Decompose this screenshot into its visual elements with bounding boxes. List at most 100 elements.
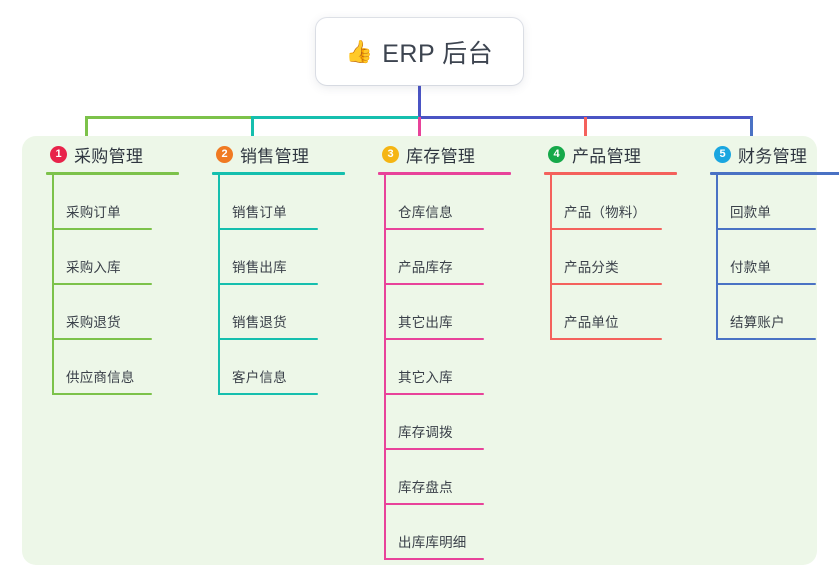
thumbs-up-icon: 👍 (345, 39, 374, 65)
branch-child-item[interactable]: 销售退货 (218, 285, 366, 340)
branch-children: 回款单付款单结算账户 (698, 175, 839, 340)
branch-header-2[interactable]: 2 销售管理 (200, 136, 366, 172)
branch-number-badge: 5 (714, 145, 731, 163)
branch-header-rule (710, 172, 839, 175)
branch-child-rule (550, 228, 662, 230)
branch-child-rule (218, 283, 318, 285)
branch-header-1[interactable]: 1 采购管理 (34, 136, 200, 172)
branch-number-badge: 4 (548, 145, 565, 163)
branch-header-rule (46, 172, 179, 175)
branch-spine (52, 175, 54, 395)
branch-children: 销售订单销售出库销售退货客户信息 (200, 175, 366, 395)
branch-header-rule (378, 172, 511, 175)
branch-child-item[interactable]: 产品（物料） (550, 175, 698, 230)
branch-child-item[interactable]: 其它入库 (384, 340, 532, 395)
branch-child-item[interactable]: 供应商信息 (52, 340, 200, 395)
branch-column-5: 5 财务管理回款单付款单结算账户 (698, 136, 839, 340)
branch-child-rule (218, 228, 318, 230)
branch-column-1: 1 采购管理采购订单采购入库采购退货供应商信息 (34, 136, 200, 395)
branch-child-item[interactable]: 结算账户 (716, 285, 839, 340)
branch-child-item[interactable]: 其它出库 (384, 285, 532, 340)
branch-child-rule (384, 283, 484, 285)
branch-child-item[interactable]: 采购订单 (52, 175, 200, 230)
branch-child-label: 其它出库 (398, 315, 453, 330)
branch-child-label: 结算账户 (730, 315, 785, 330)
branch-child-rule (384, 338, 484, 340)
branch-child-item[interactable]: 销售订单 (218, 175, 366, 230)
branch-number-badge: 3 (382, 145, 399, 163)
branch-header-5[interactable]: 5 财务管理 (698, 136, 839, 172)
branch-child-rule (384, 393, 484, 395)
branch-child-rule (716, 228, 816, 230)
branch-child-rule (550, 338, 662, 340)
branch-children: 仓库信息产品库存其它出库其它入库库存调拨库存盘点出库库明细 (366, 175, 532, 560)
branch-child-item[interactable]: 采购退货 (52, 285, 200, 340)
branch-child-rule (218, 393, 318, 395)
branch-child-rule (52, 338, 152, 340)
branch-child-label: 回款单 (730, 205, 772, 220)
branch-header-rule (212, 172, 345, 175)
branch-title: 采购管理 (74, 146, 144, 166)
root-node[interactable]: 👍 ERP 后台 (316, 18, 523, 85)
branch-columns: 1 采购管理采购订单采购入库采购退货供应商信息 2 销售管理销售订单销售出库销售退货客… (22, 136, 839, 565)
branch-child-rule (52, 393, 152, 395)
branch-title: 库存管理 (406, 146, 476, 166)
branch-spine (384, 175, 386, 560)
branch-child-rule (218, 338, 318, 340)
branch-child-rule (550, 283, 662, 285)
branch-child-rule (52, 228, 152, 230)
branch-child-label: 仓库信息 (398, 205, 453, 220)
branch-children: 产品（物料） 产品分类产品单位 (532, 175, 698, 340)
branch-child-item[interactable]: 产品单位 (550, 285, 698, 340)
branch-header-4[interactable]: 4 产品管理 (532, 136, 698, 172)
branch-child-label: 销售订单 (232, 205, 287, 220)
branch-title: 产品管理 (572, 146, 642, 166)
branch-child-label: 供应商信息 (66, 370, 135, 385)
branch-child-label: 采购退货 (66, 315, 121, 330)
branch-child-label: 销售退货 (232, 315, 287, 330)
branch-column-4: 4 产品管理产品（物料） 产品分类产品单位 (532, 136, 698, 340)
branch-child-label: 销售出库 (232, 260, 287, 275)
branch-column-3: 3 库存管理仓库信息产品库存其它出库其它入库库存调拨库存盘点出库库明细 (366, 136, 532, 560)
branch-child-item[interactable]: 产品分类 (550, 230, 698, 285)
branch-child-item[interactable]: 客户信息 (218, 340, 366, 395)
branch-child-item[interactable]: 出库库明细 (384, 505, 532, 560)
branch-child-label: 产品单位 (564, 315, 619, 330)
branch-child-item[interactable]: 付款单 (716, 230, 839, 285)
branch-child-rule (52, 283, 152, 285)
branch-child-label: 出库库明细 (398, 535, 467, 550)
branch-children: 采购订单采购入库采购退货供应商信息 (34, 175, 200, 395)
branch-spine (218, 175, 220, 395)
root-title: ERP 后台 (382, 39, 494, 68)
branch-child-item[interactable]: 仓库信息 (384, 175, 532, 230)
branch-header-rule (544, 172, 677, 175)
branch-child-rule (716, 283, 816, 285)
branch-child-item[interactable]: 回款单 (716, 175, 839, 230)
branch-child-item[interactable]: 采购入库 (52, 230, 200, 285)
branch-child-item[interactable]: 库存调拨 (384, 395, 532, 450)
branch-child-label: 产品库存 (398, 260, 453, 275)
branch-number-badge: 1 (50, 145, 67, 163)
branches-panel (22, 136, 817, 565)
branch-child-label: 库存调拨 (398, 425, 453, 440)
branch-child-label: 付款单 (730, 260, 772, 275)
branch-child-label: 采购入库 (66, 260, 121, 275)
branch-child-label: 采购订单 (66, 205, 121, 220)
branch-child-item[interactable]: 库存盘点 (384, 450, 532, 505)
branch-child-rule (384, 558, 484, 560)
branch-number-badge: 2 (216, 145, 233, 163)
branch-child-label: 客户信息 (232, 370, 287, 385)
branch-title: 财务管理 (738, 146, 808, 166)
branch-child-label: 产品（物料） (564, 205, 647, 220)
branch-column-2: 2 销售管理销售订单销售出库销售退货客户信息 (200, 136, 366, 395)
branch-child-rule (384, 503, 484, 505)
branch-child-item[interactable]: 销售出库 (218, 230, 366, 285)
branch-child-label: 其它入库 (398, 370, 453, 385)
branch-title: 销售管理 (240, 146, 310, 166)
branch-spine (716, 175, 718, 340)
branch-child-item[interactable]: 产品库存 (384, 230, 532, 285)
branch-child-rule (384, 228, 484, 230)
branch-header-3[interactable]: 3 库存管理 (366, 136, 532, 172)
branch-child-rule (716, 338, 816, 340)
